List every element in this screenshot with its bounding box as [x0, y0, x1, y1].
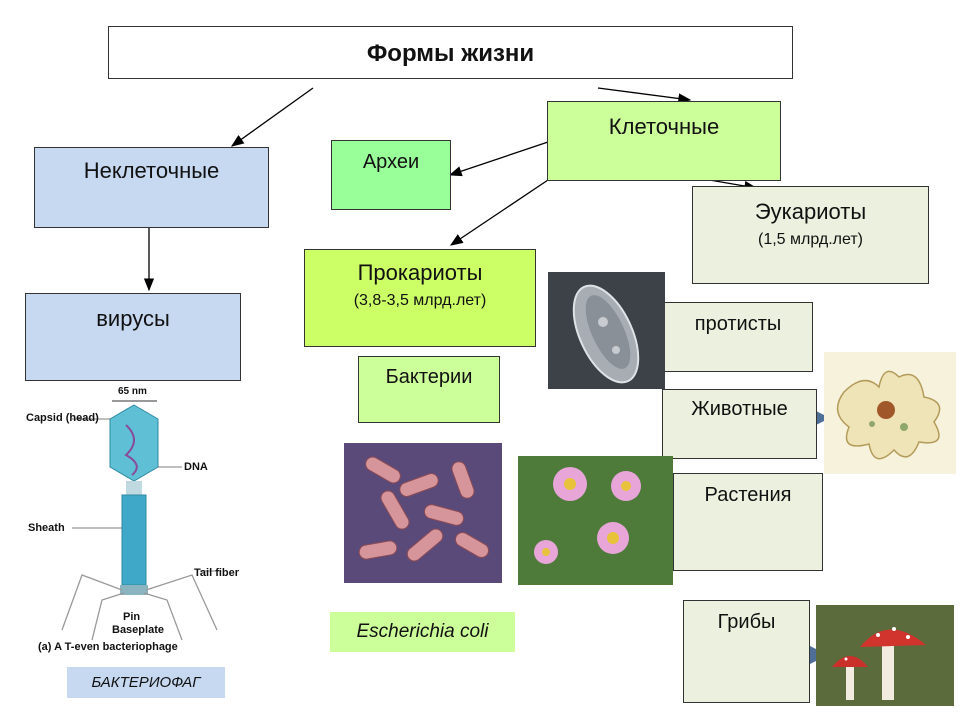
phage-size-label: 65 nm	[118, 386, 147, 397]
ecoli-box: Escherichia coli	[330, 612, 515, 652]
ecoli-label: Escherichia coli	[356, 621, 489, 642]
bacteriophage-drawing	[61, 400, 220, 641]
eukaryotes-label: Эукариоты	[754, 199, 867, 224]
paramecium-image	[548, 272, 665, 389]
archaea-label: Археи	[362, 151, 420, 173]
prokaryotes-age: (3,8-3,5 млрд.лет)	[353, 292, 487, 309]
prokaryotes-label: Прокариоты	[357, 260, 483, 285]
amoeba-drawing	[836, 370, 941, 460]
plants-label: Растения	[704, 484, 792, 506]
flowers-drawing	[534, 467, 641, 564]
phage-capsid-label: Capsid (head)	[26, 412, 99, 424]
bacteriophage-label: БАКТЕРИОФАГ	[91, 674, 201, 691]
eukaryotes-box: Эукариоты (1,5 млрд.лет)	[692, 186, 929, 284]
noncellular-label: Неклеточные	[83, 158, 220, 183]
bacteria-label: Бактерии	[385, 366, 473, 388]
phage-dna-label: DNA	[184, 461, 208, 473]
viruses-label: вирусы	[96, 306, 170, 331]
flowers-image	[518, 456, 673, 585]
eukaryotes-age: (1,5 млрд.лет)	[757, 231, 864, 248]
plants-box: Растения	[673, 473, 823, 571]
protists-label: протисты	[694, 313, 782, 335]
noncellular-box: Неклеточные	[34, 147, 269, 228]
bacteria-box: Бактерии	[358, 356, 500, 423]
amoeba-image	[824, 352, 956, 474]
animals-box: Животные	[662, 389, 817, 459]
arrow-to-prokaryotes	[449, 179, 549, 246]
cellular-box: Клеточные	[547, 101, 781, 181]
cellular-label: Клеточные	[608, 114, 720, 139]
animals-label: Животные	[691, 398, 788, 420]
archaea-box: Археи	[331, 140, 451, 210]
phage-baseplate-label: Baseplate	[112, 624, 164, 636]
ecoli-image	[344, 443, 502, 583]
phage-tail-fiber-label: Tail fiber	[194, 567, 240, 579]
bacteriophage-diagram: 65 nm Capsid (head) DNA Sheath Tail fibe…	[22, 385, 257, 660]
prokaryotes-box: Прокариоты (3,8-3,5 млрд.лет)	[304, 249, 536, 347]
page-title: Формы жизни	[366, 40, 535, 67]
mushrooms-drawing	[832, 627, 926, 700]
fungi-box: Грибы	[683, 600, 810, 703]
bacteriophage-box: БАКТЕРИОФАГ	[67, 667, 225, 698]
phage-sheath-label: Sheath	[28, 522, 65, 534]
fungi-label: Грибы	[717, 611, 776, 633]
title-box: Формы жизни	[108, 26, 793, 79]
protists-box: протисты	[663, 302, 813, 372]
mushrooms-image	[816, 605, 954, 706]
arrow-to-noncellular	[230, 87, 314, 147]
viruses-box: вирусы	[25, 293, 241, 381]
phage-caption: (a) A T-even bacteriophage	[38, 641, 178, 653]
paramecium-drawing	[572, 284, 640, 384]
ecoli-drawing	[358, 456, 490, 562]
phage-pin-label: Pin	[123, 611, 141, 623]
arrow-to-archaea	[448, 141, 549, 177]
arrow-to-cellular	[597, 87, 692, 104]
